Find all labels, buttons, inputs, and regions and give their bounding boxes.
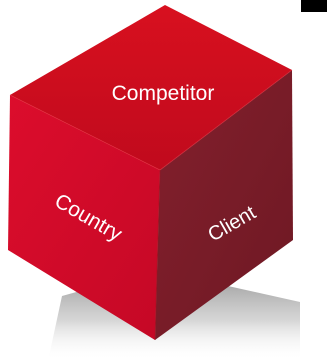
- cube-front-edge: [154, 169, 161, 341]
- right-face: [155, 70, 293, 340]
- corner-mark: [301, 0, 327, 12]
- top-face: [10, 5, 292, 170]
- top-face-label: Competitor: [112, 82, 215, 105]
- left-face: [8, 95, 160, 340]
